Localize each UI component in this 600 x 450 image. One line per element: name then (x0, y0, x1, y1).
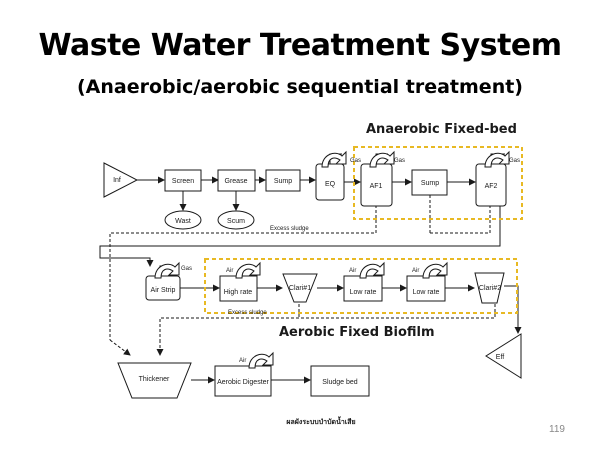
inf-triangle (103, 162, 139, 198)
gas-arrow-eq-icon (321, 150, 347, 168)
excess-sludge-label-mid: Excess sludge (228, 310, 267, 316)
airstrip-label: Air Strip (151, 287, 176, 294)
gas-label-af1: Gas (394, 158, 405, 164)
scum-label: Scum (227, 218, 245, 225)
lowrate1-label: Low rate (350, 289, 377, 296)
gas-label-af2: Gas (509, 158, 520, 164)
air-arrow-lowrate1-icon (359, 261, 385, 279)
highrate-box (219, 275, 258, 302)
wast-label: Wast (175, 218, 191, 225)
page-number: 119 (549, 424, 565, 435)
sludge-to-thickener (109, 339, 131, 356)
air-label-lowrate1: Air (349, 268, 356, 274)
excess-sludge-line-mid (159, 304, 496, 340)
thickener-label: Thickener (139, 376, 170, 383)
eq-label: EQ (325, 181, 336, 188)
gas-arrow-airstrip-icon (154, 261, 180, 279)
thickener-cone (117, 362, 192, 399)
excess-sludge-label-top: Excess sludge (270, 226, 309, 232)
eff-triangle (485, 333, 522, 379)
thai-caption: ผลผังระบบบำบัดน้ำเสีย (286, 415, 355, 426)
highrate-label: High rate (224, 289, 253, 296)
airstrip-tank (145, 275, 181, 301)
slide-title: Waste Water Treatment System (38, 28, 562, 63)
af1-label: AF1 (370, 183, 383, 190)
excess-sludge-line-top (109, 200, 377, 340)
clari2-cone (474, 272, 505, 304)
sump2-box (411, 169, 448, 196)
sump2-label: Sump (421, 180, 439, 187)
air-arrow-lowrate2-icon (422, 261, 448, 279)
flow-clari2-eff (504, 285, 522, 334)
gas-label-eq: Gas (350, 158, 361, 164)
flow-af2-airstrip (99, 200, 501, 267)
anaerobic-highlight-box (353, 146, 523, 220)
lowrate2-label: Low rate (413, 289, 440, 296)
clari1-cone (282, 273, 318, 303)
sludge-bed-label: Sludge bed (322, 379, 358, 386)
aerobic-digester-label: Aerobic Digester (217, 379, 269, 386)
aerobic-digester-box (214, 365, 272, 397)
air-label-highrate: Air (226, 268, 233, 274)
air-label-digester: Air (239, 358, 246, 364)
anaerobic-callout: Anaerobic Fixed-bed (366, 122, 517, 137)
grease-box (217, 169, 256, 192)
aerobic-callout: Aerobic Fixed Biofilm (279, 325, 435, 340)
af2-sludge-line (430, 200, 491, 234)
screen-box (164, 169, 202, 192)
sump1-label: Sump (274, 178, 292, 185)
scum-ellipse (217, 210, 255, 230)
wast-ellipse (164, 210, 202, 230)
eq-tank (315, 163, 345, 201)
slide-subtitle: (Anaerobic/aerobic sequential treatment) (77, 76, 523, 98)
aerobic-highlight-box (204, 258, 518, 314)
air-arrow-highrate-icon (235, 261, 261, 279)
clari1-label: Clari#1 (289, 285, 311, 292)
air-arrow-digester-icon (248, 351, 274, 369)
gas-arrow-af2-icon (484, 150, 510, 168)
eff-label: Eff (496, 354, 504, 361)
gas-label-airstrip: Gas (181, 266, 192, 272)
lowrate2-box (406, 275, 446, 302)
sludge-bed-box (310, 365, 370, 397)
clari2-label: Clari#2 (479, 285, 501, 292)
screen-label: Screen (172, 178, 194, 185)
sump1-box (265, 169, 301, 192)
air-label-lowrate2: Air (412, 268, 419, 274)
af2-label: AF2 (485, 183, 498, 190)
gas-arrow-af1-icon (369, 150, 395, 168)
grease-label: Grease (225, 178, 248, 185)
lowrate1-box (343, 275, 383, 302)
inf-label: Inf (113, 177, 121, 184)
